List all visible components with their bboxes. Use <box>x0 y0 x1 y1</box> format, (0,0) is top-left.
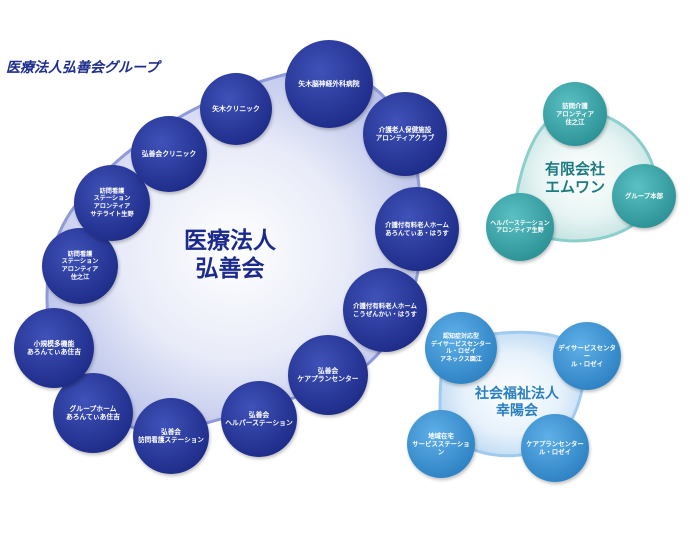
main-node: 矢木脳神経外科病院 <box>285 40 373 128</box>
koyokai-node: 地域在宅 サービスステーション <box>407 410 475 478</box>
main-node: 小規模多機能 あろんてぃあ住吉 <box>14 308 94 388</box>
koyokai-group-label: 社会福祉法人 幸陽会 <box>475 386 559 419</box>
main-node: グループホーム あろんてぃあ住吉 <box>53 373 133 453</box>
koyokai-node: デイサービスセンター ル・ロゼイ <box>553 322 621 390</box>
main-node: 介護付有料老人ホーム こうぜんかい・はうす <box>343 268 427 352</box>
main-node: 訪問看護 ステーション アロンティア 住之江 <box>42 228 118 304</box>
emuwan-group-label: 有限会社 エムワン <box>544 160 605 196</box>
koyokai-node: 認知症対応型 デイサービスセンター ル・ロゼイ アネックス園江 <box>425 312 497 384</box>
emuwan-node: ヘルパーステーション アロンティア生野 <box>486 193 554 261</box>
page-title: 医療法人弘善会グループ <box>6 60 160 76</box>
emuwan-node: グループ本部 <box>612 164 676 228</box>
main-node: 弘善会 ヘルパーステーション <box>221 381 297 457</box>
main-node: 介護付有料老人ホーム あろんてぃあ・はうす <box>375 187 459 271</box>
main-node: 訪問看護 ステーション アロンティア サテライト生野 <box>74 165 150 241</box>
koyokai-node: ケアプランセンター ル・ロゼイ <box>521 414 589 482</box>
main-node: 矢木クリニック <box>200 73 272 145</box>
main-node: 弘善会クリニック <box>131 116 207 192</box>
main-group-label: 医療法人 弘善会 <box>184 228 276 282</box>
main-node: 弘善会 訪問看護ステーション <box>133 398 209 474</box>
main-node: 弘善会 ケアプランセンター <box>288 335 368 415</box>
main-node: 介護老人保健施設 アロンティアクラブ <box>363 92 447 176</box>
emuwan-node: 訪問介護 アロンティア 住之江 <box>543 82 607 146</box>
